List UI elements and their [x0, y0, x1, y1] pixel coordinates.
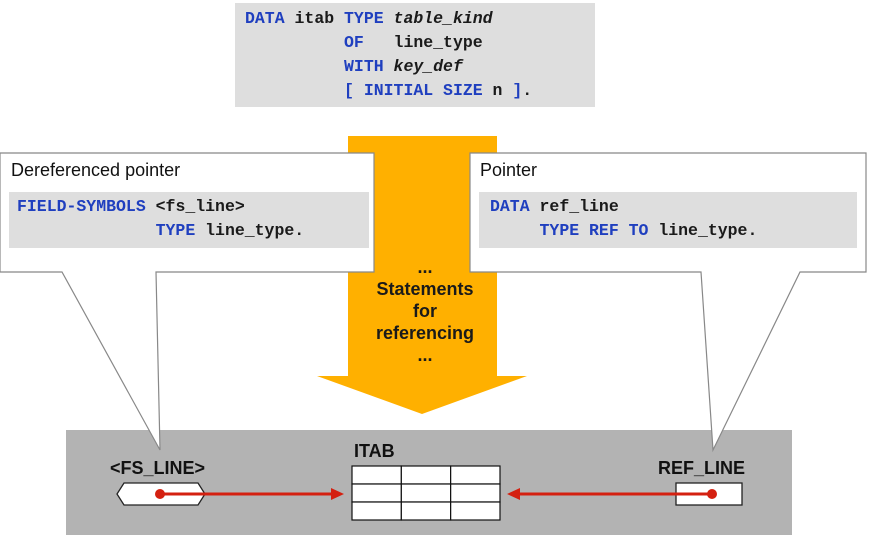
ref-line-code: DATA ref_line TYPE REF TO line_type. [479, 192, 857, 248]
itab-declaration-code: DATA itab TYPE table_kind OF line_type W… [235, 3, 595, 107]
code-line: FIELD-SYMBOLS <fs_line> [17, 195, 304, 219]
itab-table [351, 465, 501, 521]
code-line: TYPE line_type. [17, 219, 305, 243]
code-keyword: ] [512, 81, 523, 100]
itab-cell [450, 501, 501, 521]
itab-cell [351, 501, 402, 521]
code-token: itab [284, 9, 345, 28]
code-line: OF line_type [245, 31, 532, 55]
code-token [384, 57, 394, 76]
itab-cell [400, 483, 452, 503]
code-token: table_kind [393, 9, 493, 28]
code-token: . [522, 81, 533, 100]
code-token: <fs_line> [145, 197, 245, 216]
code-token [384, 9, 394, 28]
code-lines: DATA itab TYPE table_kind OF line_type W… [245, 7, 532, 103]
itab-cell [400, 501, 452, 521]
code-token: n [482, 81, 513, 100]
ref-line-label: REF_LINE [658, 458, 746, 478]
itab-cell [351, 483, 402, 503]
code-line: [ INITIAL SIZE n ]. [245, 79, 532, 103]
itab-cell [450, 483, 501, 503]
arrow-caption-line: Statements [376, 279, 474, 299]
code-keyword: TYPE [344, 9, 384, 28]
itab-cell [400, 465, 452, 485]
code-line: WITH key_def [245, 55, 532, 79]
arrow-caption-line: ... [417, 257, 433, 277]
field-symbols-code: FIELD-SYMBOLS <fs_line> TYPE line_type. [9, 192, 369, 248]
fs-line-label: <FS_LINE> [110, 458, 206, 478]
code-line: TYPE REF TO line_type. [490, 219, 758, 243]
code-keyword: FIELD-SYMBOLS [17, 197, 146, 216]
code-token: line_type [363, 33, 483, 52]
code-lines: FIELD-SYMBOLS <fs_line> TYPE line_type. [17, 195, 304, 243]
fs-line-pointer-arrowhead [331, 488, 344, 500]
code-token [245, 33, 344, 52]
code-token: ref_line [529, 197, 619, 216]
arrow-caption-line: for [413, 301, 437, 321]
code-keyword: WITH [344, 57, 384, 76]
code-lines: DATA ref_line TYPE REF TO line_type. [490, 195, 757, 243]
code-keyword: TYPE REF TO [539, 221, 649, 240]
code-token [490, 221, 540, 240]
code-keyword: TYPE [155, 221, 196, 240]
code-token [245, 81, 344, 100]
code-token: key_def [393, 57, 463, 76]
right-bubble-title: Pointer [480, 160, 538, 180]
code-token: line_type. [195, 221, 305, 240]
code-token [17, 221, 156, 240]
code-token [245, 57, 344, 76]
code-line: DATA ref_line [490, 195, 757, 219]
ref-line-pointer-arrowhead [507, 488, 520, 500]
code-keyword: [ INITIAL SIZE [344, 81, 483, 100]
itab-cell [450, 465, 501, 485]
left-bubble-title: Dereferenced pointer [11, 160, 181, 180]
fs-line-pointer-dot [155, 489, 165, 499]
arrow-caption-line: referencing [375, 323, 475, 343]
code-token: line_type. [648, 221, 758, 240]
code-keyword: OF [344, 33, 364, 52]
code-keyword: DATA [490, 197, 530, 216]
itab-cell [351, 465, 402, 485]
code-keyword: DATA [245, 9, 285, 28]
ref-line-pointer-dot [707, 489, 717, 499]
itab-label: ITAB [354, 441, 395, 461]
arrow-caption-line: ... [417, 345, 433, 365]
code-line: DATA itab TYPE table_kind [245, 7, 532, 31]
